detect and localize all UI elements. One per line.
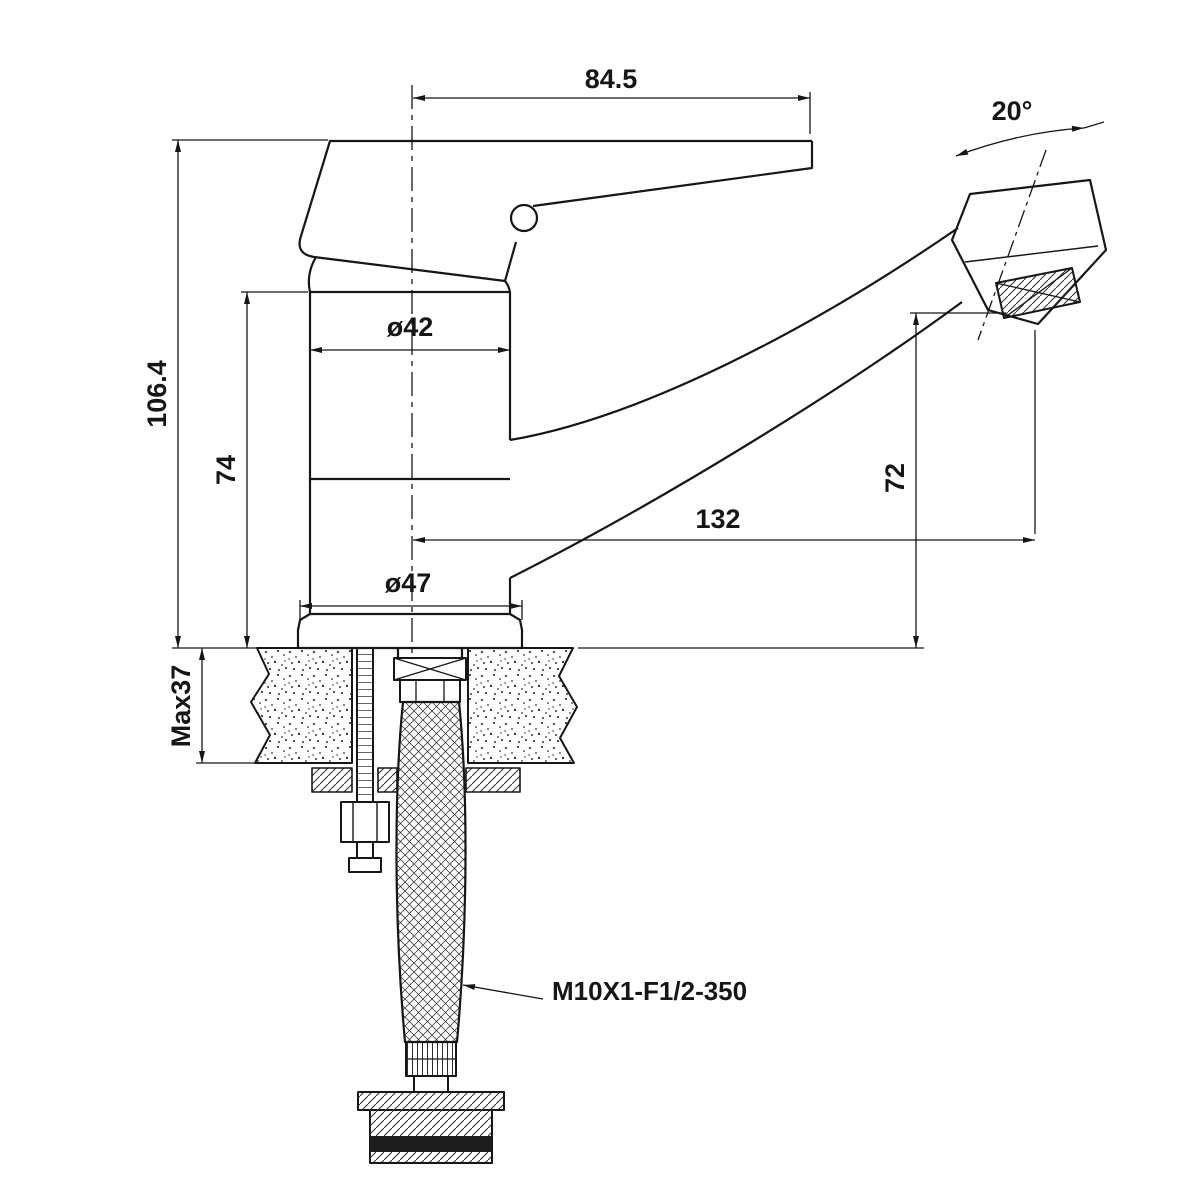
spout-head-axis-centerline: [977, 149, 1047, 341]
hose-nut-seal-band: [370, 1136, 492, 1152]
centerlines: [411, 85, 1047, 662]
supply-hose: [357, 648, 505, 1164]
dimension-overall-height: [172, 139, 328, 649]
stud-end-cap: [348, 857, 382, 873]
dimension-handle-length: [413, 92, 811, 134]
hose-spec-label: M10X1-F1/2-350: [552, 976, 747, 1006]
spout-head-inner-line: [964, 245, 1099, 263]
dimension-labels: 84.5 20° 106.4 74 ø42 72 132 ø47 Max37 M…: [142, 64, 1032, 1006]
spout-head: [950, 178, 1108, 326]
mounting-washer-mid: [377, 767, 398, 793]
handle-pivot-pin: [509, 203, 539, 233]
faucet-outline: [296, 139, 1108, 650]
dimension-lines: [172, 92, 1105, 1000]
spout-upper-edge: [509, 227, 959, 442]
threaded-stud: [356, 647, 374, 803]
dimension-body-height: [241, 291, 308, 648]
countertop-section: [250, 647, 578, 764]
handle-lever-underside: [532, 141, 814, 208]
cap-right-curve: [504, 280, 512, 293]
cap-left-curve: [307, 256, 317, 293]
dim-overall-height-label: 106.4: [142, 360, 172, 428]
dim-handle-length-label: 84.5: [585, 64, 638, 94]
hose-neck: [413, 1075, 449, 1093]
leader-line: [462, 984, 544, 1000]
fixing-nut: [340, 801, 390, 843]
dimension-mount-thickness: [196, 648, 256, 764]
hose-top-fitting-cross: [393, 657, 467, 681]
countertop-right-block: [467, 647, 578, 764]
dim-base-diameter-label: ø47: [385, 568, 432, 598]
dim-spout-angle-label: 20°: [992, 96, 1033, 126]
hose-top-collar: [399, 679, 461, 703]
aerator-cross: [995, 267, 1081, 319]
countertop-left-block: [250, 647, 353, 764]
dimension-spout-angle: [955, 121, 1105, 157]
angle-arc: [955, 125, 1085, 157]
mounting-washer-left: [311, 767, 353, 793]
dim-spout-reach-label: 132: [695, 504, 740, 534]
mounting-washer-right: [465, 767, 521, 793]
dim-outlet-height-label: 72: [880, 463, 910, 493]
base-flange-right: [509, 613, 524, 648]
hose-spec-leader: [462, 984, 544, 1000]
hose-nut-flange: [357, 1091, 505, 1111]
angle-ref-line: [1083, 121, 1105, 129]
dimension-spout-reach: [413, 330, 1036, 543]
mounting-hardware: [311, 647, 521, 873]
dim-body-diameter-label: ø42: [387, 312, 434, 342]
dim-body-height-label: 74: [211, 455, 241, 485]
dimension-base-diameter: [299, 600, 523, 620]
base-flange-left: [296, 613, 311, 648]
braided-hose: [395, 700, 467, 1044]
dimension-outlet-height: [578, 312, 1006, 649]
dim-mount-thickness-label: Max37: [166, 665, 196, 748]
handle-lever: [298, 139, 812, 283]
spout-lower-edge: [509, 301, 963, 579]
